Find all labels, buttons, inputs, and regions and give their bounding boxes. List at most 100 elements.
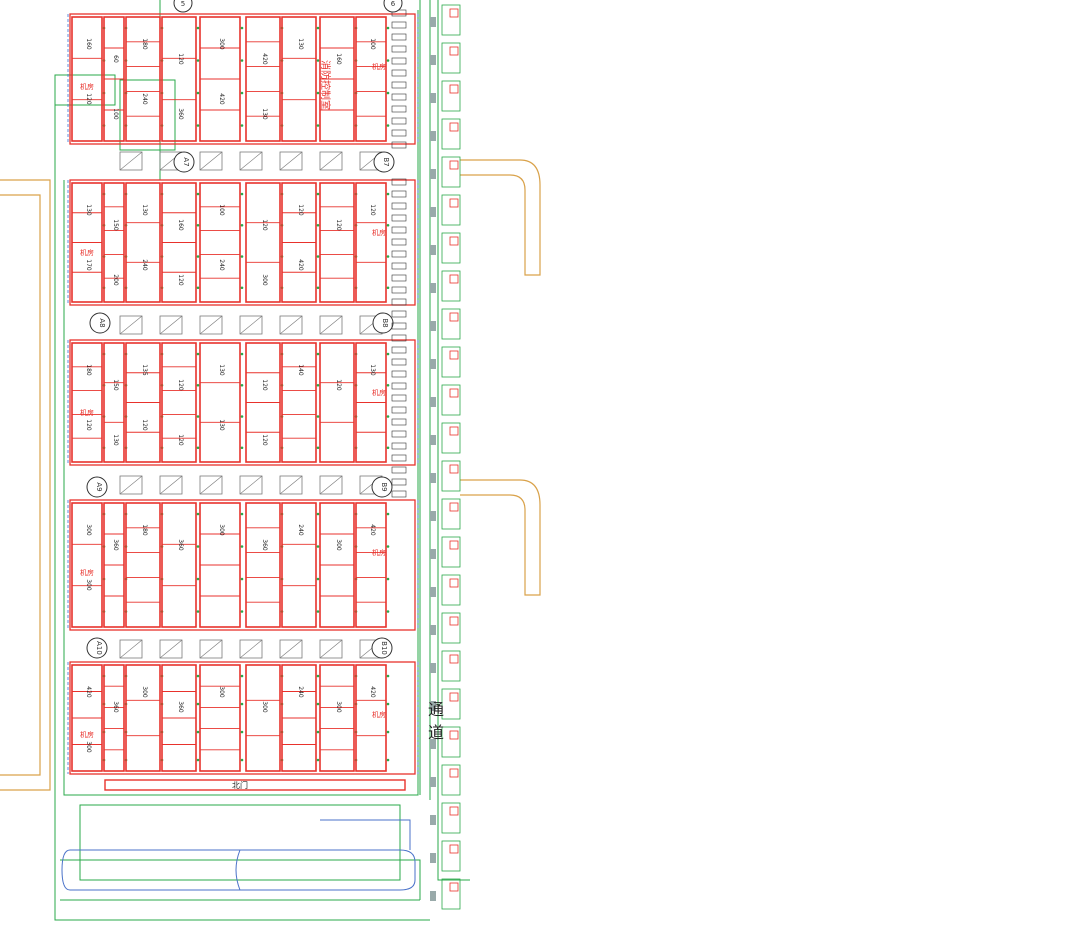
service-marker [449,350,459,360]
plant-dot [386,124,390,127]
plant-dot [196,91,200,95]
booth-area-label: 130 [218,364,225,376]
service-stair [430,777,436,787]
north-gate-label: 北门 [232,780,248,790]
booth-area-label: 130 [297,38,304,50]
stair-diagonal [199,315,223,335]
small-label-box [391,178,407,186]
stair-block [159,315,183,335]
stair-diagonal [159,475,183,495]
booth-column [103,664,125,772]
service-stair [430,511,436,521]
stair-block [199,475,223,495]
service-marker [449,806,459,816]
service-marker [449,236,459,246]
row-block-1 [69,179,416,306]
plant-dot [240,352,244,356]
service-stair [430,169,436,179]
booth-area-label: 130 [85,204,92,216]
service-box [441,460,461,492]
machine-room-label: 机房 [80,82,94,91]
small-label-box [391,286,407,294]
service-box [441,536,461,568]
stair-diagonal [319,151,343,171]
booth-area-label: 130 [141,204,148,216]
plant-dot [196,702,200,706]
service-box [441,156,461,188]
stair-diagonal [119,315,143,335]
stair-block [199,639,223,659]
stair-diagonal [239,475,263,495]
booth-area-label: 120 [369,204,376,216]
booth-area-label: 120 [85,419,92,431]
small-label-box [391,57,407,65]
service-stair [430,131,436,141]
zone-marker-label: B8 [381,318,389,327]
booth-column [199,664,241,772]
booth-area-label: 300 [85,741,92,753]
plant-dot [240,545,244,548]
small-label-box [391,346,407,354]
booth-column [71,502,103,628]
plant-dot [316,255,320,258]
plant-dot [316,124,320,127]
stair-diagonal [239,151,263,171]
booth-area-label: 360 [177,701,184,713]
booth-area-label: 300 [261,274,268,286]
booth-area-label: 300 [335,539,342,551]
stair-diagonal [119,475,143,495]
booth-area-label: 100 [112,108,119,120]
plant-dot [386,512,390,516]
small-label-box [391,406,407,414]
machine-room-label: 机房 [80,408,94,417]
service-stair [430,17,436,27]
small-label-box [391,322,407,330]
zone-marker-label: A7 [182,157,190,166]
zone-marker-label: A10 [95,641,103,655]
stair-diagonal [279,151,303,171]
small-label-box [391,442,407,450]
mark-top-right: 6 [391,0,396,8]
booth-area-label: 60 [112,55,119,63]
stair-diagonal [159,315,183,335]
small-label-box [391,129,407,137]
booth-column [355,182,387,303]
plant-dot [196,352,200,356]
service-stair [430,663,436,673]
booth-area-label: 150 [112,219,119,231]
zone-marker [371,476,393,498]
plant-dot [316,758,320,762]
plant-dot [316,26,320,30]
stair-block [199,151,223,171]
plant-dot [386,352,390,356]
small-label-box [391,418,407,426]
service-stair [430,549,436,559]
booth-area-label: 300 [85,524,92,536]
stair-block [239,315,263,335]
plant-dot [240,415,244,418]
small-label-box [391,358,407,366]
stair-block [319,639,343,659]
booth-column [161,16,197,142]
stair-block [239,151,263,171]
service-box [441,232,461,264]
small-label-box [391,334,407,342]
booth-column [355,502,387,628]
plant-dot [386,192,390,196]
booth-area-label: 120 [261,379,268,391]
orange-ramps [0,159,541,791]
plant-dot [386,610,390,613]
stair-diagonal [239,315,263,335]
stair-diagonal [279,315,303,335]
service-box [441,4,461,36]
plant-dot [386,446,390,450]
service-marker [449,502,459,512]
service-box [441,802,461,834]
plant-dot [196,223,200,227]
stair-block [159,475,183,495]
booth-area-label: 120 [177,53,184,65]
booth-column [199,342,241,463]
zone-marker-label: A8 [98,318,106,327]
plant-dot [316,223,320,227]
